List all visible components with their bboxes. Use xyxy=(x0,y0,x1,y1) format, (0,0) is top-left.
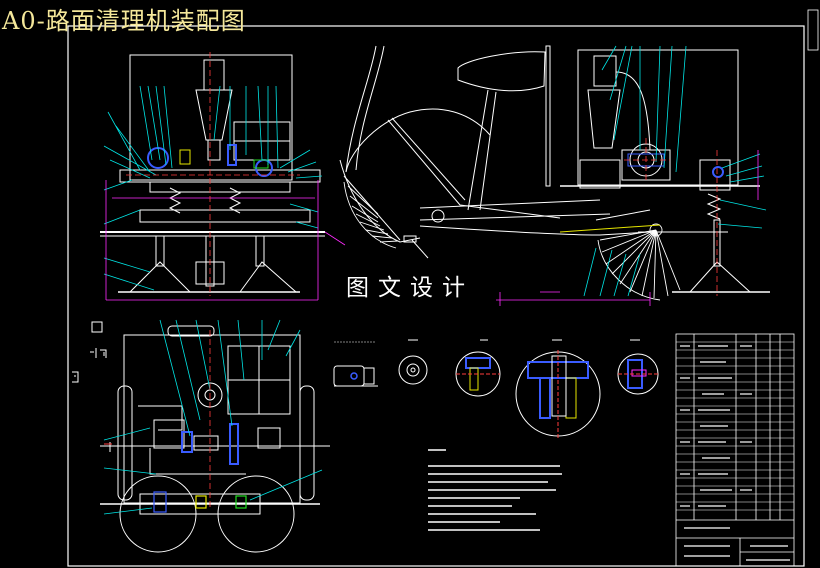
parts-list-rows xyxy=(676,341,794,511)
sheet-frame xyxy=(67,9,819,567)
motor-detail xyxy=(333,341,378,387)
top-view xyxy=(100,325,330,553)
parts-list-table xyxy=(675,333,795,567)
top-view-labels xyxy=(72,321,112,445)
side-view-dimensions xyxy=(496,150,759,306)
side-view-centerlines xyxy=(624,138,718,296)
wheel-detail xyxy=(398,339,428,385)
front-view-leaders xyxy=(103,85,323,291)
technical-notes xyxy=(428,449,562,531)
drawing-title: A0-路面清理机装配图 xyxy=(2,7,246,35)
parts-list-text-marks xyxy=(680,345,790,561)
detail-circle-2 xyxy=(515,339,601,438)
front-view-dimensions xyxy=(105,180,346,301)
detail-circle-1 xyxy=(455,339,501,397)
brush-fan-left xyxy=(343,181,399,249)
watermark-text: 图文设计 xyxy=(346,275,474,301)
front-view-centerlines xyxy=(126,52,300,296)
side-view-colored-parts xyxy=(559,153,724,233)
brush-fan-right xyxy=(597,223,681,301)
side-view-frame xyxy=(339,45,770,293)
top-view-leaders xyxy=(103,319,323,515)
top-view-colored-parts xyxy=(153,423,247,513)
detail-circle-3 xyxy=(617,339,659,395)
front-view xyxy=(100,54,325,293)
side-view-leaders xyxy=(583,45,767,297)
